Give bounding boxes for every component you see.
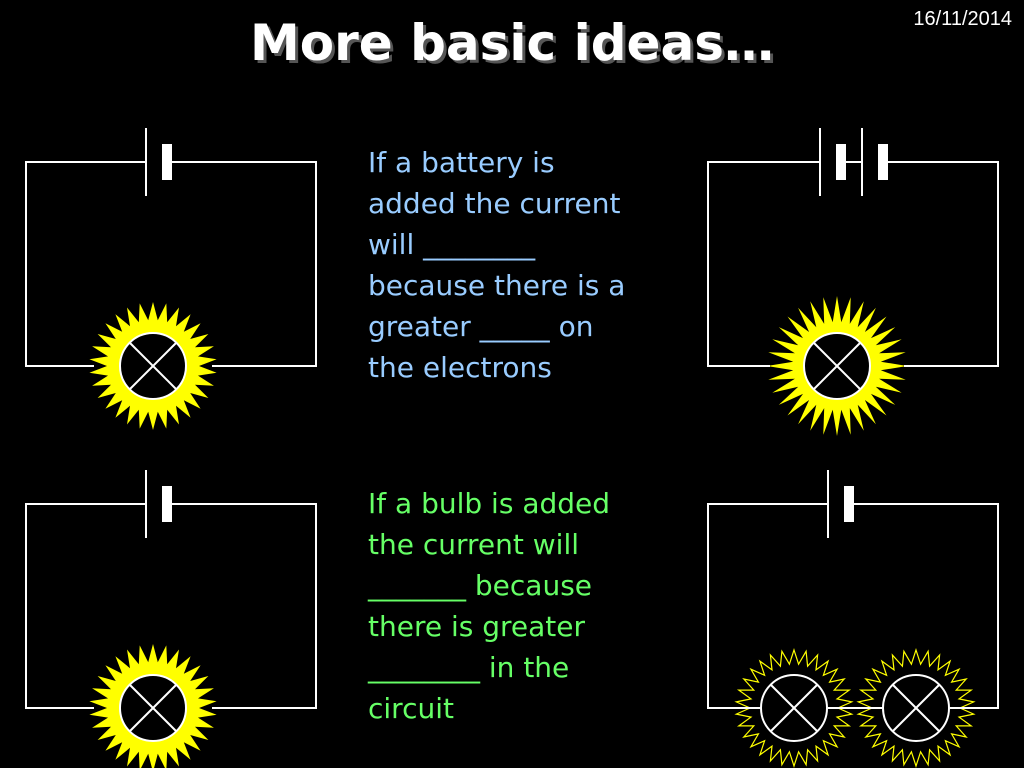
- bulb-glow: [856, 648, 976, 768]
- text-line: If a bulb is added: [368, 487, 611, 520]
- text-line: circuit: [368, 692, 454, 725]
- bulb-glow: [734, 648, 854, 768]
- bulb-symbol: [803, 332, 871, 400]
- cell-negative-plate: [836, 144, 846, 180]
- circuit-two-cells-one-bulb: [707, 128, 999, 400]
- text-line: _______ because: [368, 569, 593, 602]
- text-line: the electrons: [368, 351, 552, 384]
- bulb-symbol: [119, 332, 187, 400]
- wire: [25, 503, 146, 709]
- text-line: added the current: [368, 187, 621, 220]
- bulb-explanation-text: If a bulb is added the current will ____…: [368, 483, 610, 729]
- wire: [169, 161, 317, 367]
- text-line: If a battery is: [368, 146, 555, 179]
- text-line: there is greater: [368, 610, 586, 643]
- cell-negative-plate: [844, 486, 854, 522]
- wire: [707, 503, 828, 709]
- text-line: greater _____ on: [368, 310, 594, 343]
- text-line: because there is a: [368, 269, 626, 302]
- battery-explanation-text: If a battery is added the current will _…: [368, 142, 625, 388]
- circuit-one-cell-one-bulb-lower: [25, 470, 317, 742]
- cell-negative-plate: [878, 144, 888, 180]
- cell-negative-plate: [162, 486, 172, 522]
- wire: [169, 503, 317, 709]
- bulb-symbol: [882, 674, 950, 742]
- bulb-symbol: [119, 674, 187, 742]
- slide-date: 16/11/2014: [913, 8, 1012, 30]
- wire: [707, 161, 820, 367]
- slide-title: More basic ideas…: [250, 14, 774, 72]
- circuit-one-cell-one-bulb: [25, 128, 317, 400]
- wire: [25, 161, 146, 367]
- bulb-symbol: [760, 674, 828, 742]
- wire: [888, 161, 999, 367]
- text-line: the current will: [368, 528, 579, 561]
- circuit-one-cell-two-bulbs: [707, 470, 999, 742]
- cell-negative-plate: [162, 144, 172, 180]
- text-line: ________ in the: [368, 651, 570, 684]
- text-line: will ________: [368, 228, 536, 261]
- wire: [853, 503, 999, 709]
